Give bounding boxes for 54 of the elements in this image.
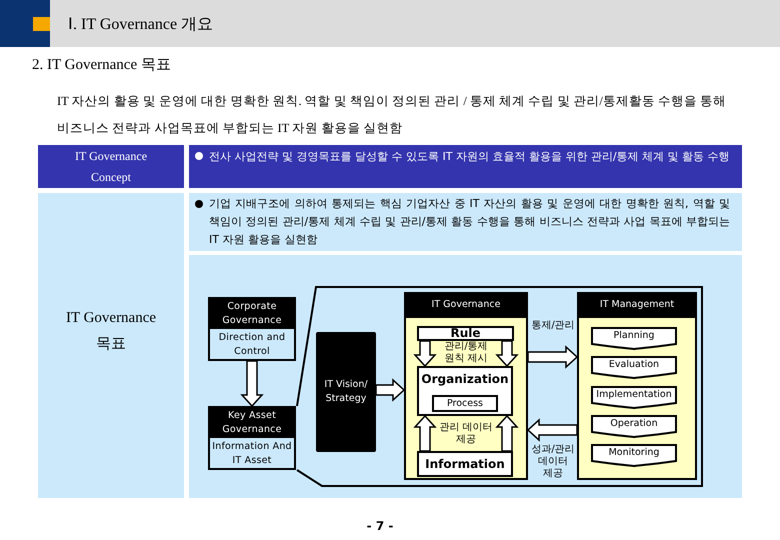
section-heading: 2. IT Governance 목표 — [32, 56, 172, 74]
stage-label: Monitoring — [608, 447, 660, 458]
stage-banner — [591, 386, 677, 409]
box-heading: Corporate Governance — [210, 299, 294, 329]
block-arrow — [240, 360, 264, 408]
organization-box — [417, 366, 513, 416]
diagram-panel — [189, 255, 742, 498]
cell-text: 기업 지배구조에 의하여 통제되는 핵심 기업자산 중 IT 자산의 활용 및 운영에 대한 명확한 원칙, 역할 및 책임이 정의된 관리/통제 체계 수립 및 관리/통제 활동 수행을 통해 비즈니스 전략과 사업 목표에 부합되는 IT 자원 활용을 실현함 — [209, 196, 730, 248]
block-arrow — [526, 418, 578, 442]
header-cell — [38, 193, 184, 498]
flow-note: 관리/통제 원칙 제시 — [443, 341, 489, 365]
edge-label: 통제/관리 — [530, 320, 576, 332]
governance-box — [208, 406, 296, 470]
panel-heading: IT Governance — [430, 299, 502, 310]
page-number: - 7 - — [366, 519, 394, 533]
strategy-box — [316, 332, 376, 452]
block-arrow — [413, 414, 437, 452]
stage-banner — [591, 444, 677, 467]
intro-paragraph: IT 자산의 활용 및 운영에 대한 명확한 원칙. 역할 및 책임이 정의된 관리 / 통제 체계 수립 및 관리/통제활동 수행을 통해 비즈니스 전략과 사업목표에 부합되는 IT 자원 활용을 실현함 — [57, 93, 728, 137]
information-box — [417, 451, 513, 477]
framework-panel — [577, 292, 697, 480]
box-text: Information And IT Asset — [211, 440, 293, 468]
stage-label: Evaluation — [608, 359, 660, 370]
governance-box — [208, 297, 296, 361]
block-arrow — [495, 340, 519, 368]
box-heading: Key Asset Governance — [210, 408, 294, 438]
block-arrow — [413, 340, 437, 368]
stage-label: Implementation — [595, 389, 673, 400]
box-text: IT Vision/ Strategy — [323, 378, 369, 406]
page-title: Ⅰ. IT Governance 개요 — [68, 15, 214, 35]
framework-panel — [404, 292, 528, 480]
block-arrow — [495, 414, 519, 452]
box-text: Information — [424, 456, 506, 473]
box-text: Process — [446, 397, 484, 410]
cell-text: IT Governance 목표 — [64, 308, 158, 354]
edge-label: 성과/관리 데이터 제공 — [530, 444, 576, 480]
box-text: Organization — [420, 371, 510, 387]
stage-label: Operation — [609, 418, 659, 429]
box-text: Rule — [449, 328, 482, 339]
block-arrow — [527, 345, 578, 369]
box-text: Direction and Control — [218, 331, 286, 359]
content-cell — [189, 193, 742, 251]
process-box — [432, 395, 498, 412]
content-cell — [189, 145, 742, 188]
header-cell — [38, 145, 184, 188]
cell-text: 전사 사업전략 및 경영목표를 달성할 수 있도록 IT 자원의 효율적 활용을 위한 관리/통제 체계 및 활동 수행 — [209, 149, 730, 165]
stage-banner — [591, 356, 677, 379]
flow-note: 관리 데이터 제공 — [438, 422, 494, 446]
panel-heading: IT Management — [598, 299, 676, 310]
block-arrow — [375, 378, 406, 402]
stage-banner — [591, 327, 677, 350]
stage-banner — [591, 415, 677, 438]
stage-label: Planning — [612, 330, 656, 341]
cell-text: IT Governance Concept — [74, 148, 148, 186]
